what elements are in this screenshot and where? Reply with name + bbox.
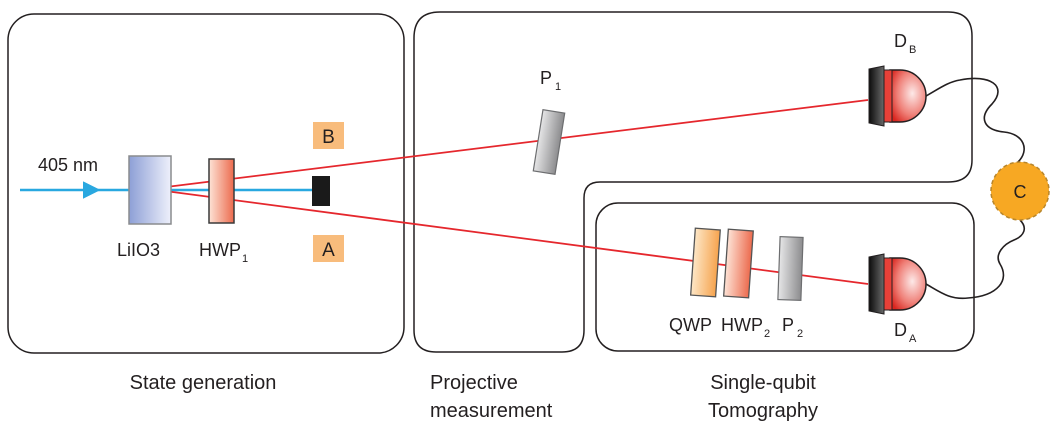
qwp-label: QWP <box>669 315 712 335</box>
hwp2-label: HWP2 <box>721 315 770 340</box>
state-generation-caption: State generation <box>130 372 277 394</box>
hwp2-plate <box>722 228 754 299</box>
detector-a <box>868 253 927 315</box>
cable-a <box>925 219 1026 300</box>
qwp-plate <box>689 227 721 298</box>
projective-caption-line1: Projective <box>430 372 518 394</box>
laser-wavelength-label: 405 nm <box>38 155 98 175</box>
path-tag-b-bg <box>313 122 344 149</box>
tomography-box <box>595 202 975 352</box>
tomography-caption-line1: Single-qubit <box>710 372 816 394</box>
cable-b <box>925 77 1025 163</box>
path-tag-b: B <box>322 127 335 148</box>
lilo3-crystal <box>128 155 172 225</box>
hwp1-label: HWP1 <box>199 240 248 265</box>
polarizer-p2 <box>777 236 804 302</box>
path-tag-a: A <box>322 240 335 261</box>
projective-caption-line2: measurement <box>430 400 553 422</box>
polarizer-p1 <box>532 108 566 176</box>
crystal-label: LiIO3 <box>117 240 160 260</box>
detector-b <box>868 65 927 127</box>
coincidence-label: C <box>1014 182 1027 202</box>
tomography-caption-line2: Tomography <box>708 400 818 422</box>
hwp1-plate <box>208 158 235 224</box>
path-tag-a-bg <box>313 235 344 262</box>
photon-path-b <box>149 99 869 190</box>
projective-measurement-box <box>413 11 973 353</box>
beam-block <box>312 176 330 206</box>
state-generation-box <box>7 13 405 354</box>
coincidence-unit <box>990 161 1050 221</box>
